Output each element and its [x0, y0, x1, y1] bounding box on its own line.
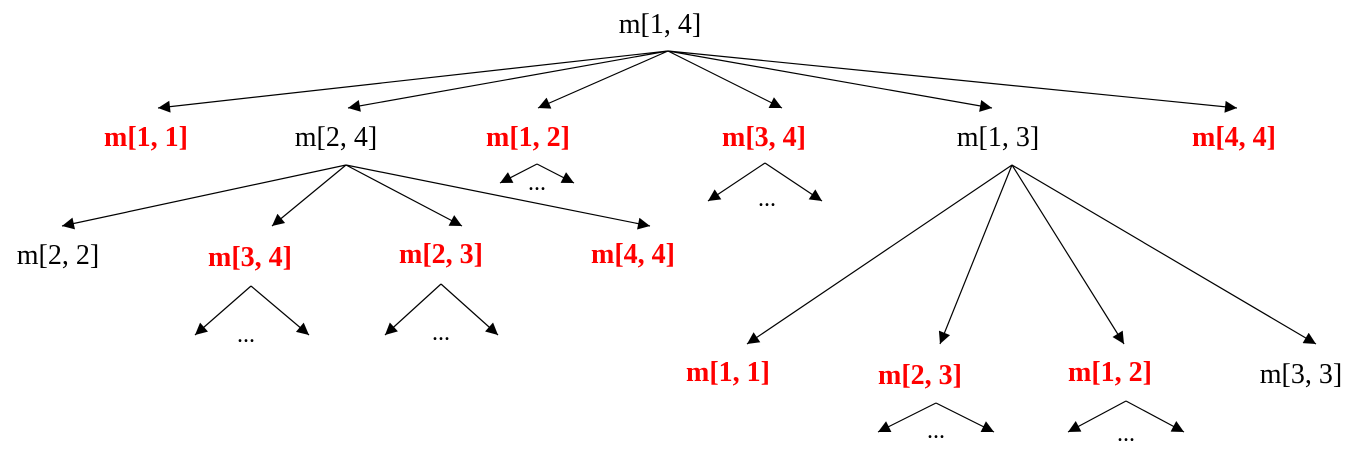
node-m23-level2: m[2, 3] — [399, 239, 483, 270]
edge-m34-stub-right — [764, 162, 823, 202]
edge-m13-to-m33 — [1011, 164, 1317, 345]
node-m44-level2: m[4, 4] — [591, 239, 675, 270]
edge-m34-stub-left — [707, 162, 766, 202]
edge-root-to-m44 — [667, 50, 1238, 113]
edge-m23b-stub-left — [877, 402, 937, 433]
ellipsis-m23-level2: ... — [432, 320, 450, 346]
edge-m12b-stub-right — [1125, 400, 1185, 433]
node-m34-level1: m[3, 4] — [722, 122, 806, 153]
node-m44-level1: m[4, 4] — [1192, 122, 1276, 153]
node-m23-level3: m[2, 3] — [878, 360, 962, 391]
edge-m23a-stub-right — [440, 283, 499, 336]
node-m34-level2: m[3, 4] — [208, 242, 292, 273]
node-m11-level3: m[1, 1] — [686, 357, 770, 388]
edge-root-to-m12 — [537, 50, 669, 109]
edges-layer — [61, 50, 1317, 433]
edge-m24-to-m34 — [271, 164, 347, 227]
node-m33-level3: m[3, 3] — [1260, 359, 1342, 390]
edge-m12b-stub-left — [1067, 400, 1127, 433]
edge-root-to-m13 — [667, 50, 993, 112]
node-m22-level2: m[2, 2] — [17, 240, 99, 271]
edge-m13-to-m23 — [938, 164, 1013, 345]
node-m11-level1: m[1, 1] — [104, 122, 188, 153]
edge-root-to-m34 — [667, 50, 783, 109]
ellipsis-m34-level2: ... — [237, 322, 255, 348]
ellipsis-m34-level1: ... — [758, 186, 776, 212]
ellipsis-m12-level1: ... — [528, 170, 546, 196]
edge-m13-to-m12 — [1011, 164, 1125, 345]
node-m24-level1: m[2, 4] — [295, 122, 377, 153]
edge-m34b-stub-right — [250, 285, 310, 336]
node-m13-level1: m[1, 3] — [957, 122, 1039, 153]
edge-m24-to-m22 — [61, 164, 347, 230]
node-labels-layer: m[1, 4] m[1, 1] m[2, 4] m[1, 2] m[3, 4] … — [17, 9, 1342, 447]
edge-root-to-m11 — [157, 50, 669, 113]
ellipsis-m23-level3: ... — [927, 418, 945, 444]
edge-m13-to-m11 — [746, 164, 1013, 345]
edge-m12-stub-left — [499, 163, 538, 184]
edge-m24-to-m44 — [345, 164, 651, 230]
edge-m23a-stub-left — [384, 283, 442, 336]
edge-m12-stub-right — [536, 163, 575, 184]
edge-m23b-stub-right — [935, 402, 995, 433]
node-root: m[1, 4] — [619, 9, 701, 40]
node-m12-level3: m[1, 2] — [1068, 357, 1152, 388]
node-m12-level1: m[1, 2] — [486, 122, 570, 153]
edge-root-to-m24 — [347, 50, 669, 112]
ellipsis-m12-level3: ... — [1117, 421, 1135, 447]
edge-m34b-stub-left — [194, 285, 252, 336]
edge-m24-to-m23 — [345, 164, 463, 227]
